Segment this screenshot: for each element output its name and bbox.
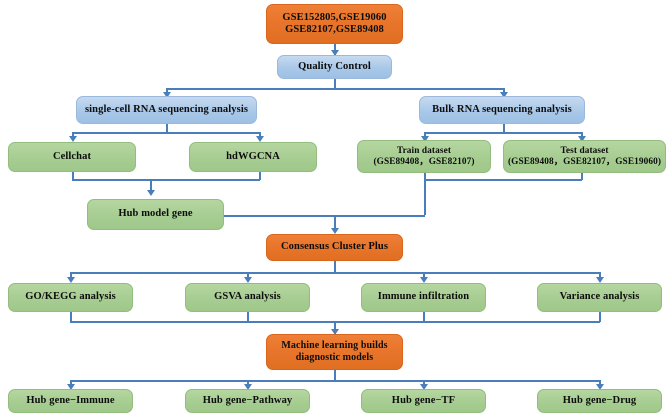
node-consensus-cluster-plus[interactable]: Consensus Cluster Plus — [266, 234, 403, 261]
arrowhead-hub-gene-tf — [419, 384, 428, 390]
connector-gsva-out — [247, 312, 249, 322]
connector-consensus-out-stem — [334, 261, 336, 273]
connector-ml-stem — [334, 321, 336, 334]
node-machine-learning-line2: diagnostic models — [295, 352, 374, 363]
arrowhead-single-cell — [162, 92, 171, 98]
connector-hub-to-consensus — [224, 215, 425, 217]
node-hub-gene-immune[interactable]: Hub gene−Immune — [8, 389, 133, 413]
arrowhead-hub-gene-drug — [595, 384, 604, 390]
connector-hub-bus — [72, 179, 260, 181]
node-bulk-rna-label: Bulk RNA sequencing analysis — [432, 103, 572, 115]
node-test-dataset-line2: (GSE89408，GSE82107，GSE19060) — [507, 156, 662, 167]
node-machine-learning-line1: Machine learning builds — [281, 340, 388, 352]
node-quality-control[interactable]: Quality Control — [277, 55, 392, 79]
connector-immune-drop — [423, 272, 425, 281]
connector-cellchat-drop — [72, 172, 74, 180]
connector-sc-stem — [166, 124, 168, 133]
arrowhead-test-dataset — [577, 136, 586, 142]
connector-bulk-bus — [424, 132, 582, 134]
connector-variance-out — [599, 312, 601, 322]
connector-dataset-merge-bus — [424, 179, 582, 181]
node-train-dataset-line1: Train dataset — [396, 145, 452, 156]
node-hub-gene-pathway[interactable]: Hub gene−Pathway — [185, 389, 310, 413]
connector-ml-out-stem — [334, 370, 336, 381]
connector-variance-drop — [599, 272, 601, 281]
arrowhead-bulk-rna — [499, 92, 508, 98]
node-cellchat-label: Cellchat — [52, 150, 92, 162]
arrowhead-qc — [331, 50, 339, 56]
node-gsva-analysis-label: GSVA analysis — [214, 291, 281, 303]
connector-datasets-to-qc — [334, 43, 336, 56]
node-hub-gene-drug-label: Hub gene−Drug — [562, 394, 637, 406]
node-datasets-line1: GSE152805,GSE19060 — [282, 11, 387, 23]
arrowhead-hdwgcna — [255, 136, 264, 142]
node-hub-model-gene-label: Hub model gene — [118, 208, 193, 220]
connector-train-drop — [424, 172, 426, 215]
node-hub-model-gene[interactable]: Hub model gene — [87, 199, 224, 230]
connector-go-kegg-out — [70, 312, 72, 322]
node-cellchat[interactable]: Cellchat — [8, 142, 136, 172]
arrowhead-machine-learning — [331, 329, 339, 335]
node-variance-analysis[interactable]: Variance analysis — [537, 283, 662, 312]
connector-hub-stem — [150, 179, 152, 193]
connector-analysis-bus — [70, 272, 600, 274]
connector-consensus-stem — [334, 215, 336, 232]
node-hub-gene-drug[interactable]: Hub gene−Drug — [537, 389, 662, 413]
connector-hubgene-bus — [70, 380, 600, 382]
arrowhead-train-dataset — [420, 136, 429, 142]
node-train-dataset-line2: (GSE89408，GSE82107) — [373, 156, 475, 167]
node-datasets[interactable]: GSE152805,GSE19060 GSE82107,GSE89408 — [266, 4, 403, 44]
node-hdwgcna-label: hdWGCNA — [226, 150, 280, 162]
connector-qc-bus — [166, 88, 504, 90]
connector-immune-out — [423, 312, 425, 322]
connector-hdwgcna-drop — [259, 172, 261, 180]
node-hub-gene-pathway-label: Hub gene−Pathway — [202, 394, 293, 406]
node-datasets-line2: GSE82107,GSE89408 — [285, 24, 384, 35]
node-hub-gene-tf-label: Hub gene−TF — [391, 394, 456, 406]
node-train-dataset[interactable]: Train dataset (GSE89408，GSE82107) — [357, 140, 491, 173]
node-consensus-cluster-plus-label: Consensus Cluster Plus — [280, 241, 389, 253]
arrowhead-hub-gene-immune — [66, 384, 75, 390]
node-single-cell-rna[interactable]: single-cell RNA sequencing analysis — [76, 96, 257, 124]
node-machine-learning[interactable]: Machine learning builds diagnostic model… — [266, 334, 403, 370]
arrowhead-gsva — [243, 277, 252, 283]
arrowhead-hub-gene-pathway — [243, 384, 252, 390]
node-single-cell-rna-label: single-cell RNA sequencing analysis — [84, 103, 249, 115]
node-test-dataset-line1: Test dataset — [560, 145, 609, 156]
node-immune-infiltration-label: Immune infiltration — [377, 291, 470, 303]
arrowhead-go-kegg — [66, 277, 75, 283]
connector-sc-bus — [72, 132, 260, 134]
arrowhead-hub-model-gene — [146, 190, 155, 196]
arrowhead-cellchat — [68, 136, 77, 142]
node-quality-control-label: Quality Control — [298, 60, 371, 72]
node-immune-infiltration[interactable]: Immune infiltration — [361, 283, 486, 312]
node-go-kegg-analysis-label: GO/KEGG analysis — [25, 291, 116, 303]
node-test-dataset[interactable]: Test dataset (GSE89408，GSE82107，GSE19060… — [503, 140, 666, 173]
arrowhead-immune-infiltration — [419, 277, 428, 283]
arrowhead-variance-analysis — [595, 277, 604, 283]
node-variance-analysis-label: Variance analysis — [559, 291, 640, 303]
node-gsva-analysis[interactable]: GSVA analysis — [185, 283, 310, 312]
node-hub-gene-tf[interactable]: Hub gene−TF — [361, 389, 486, 413]
arrowhead-consensus-cluster-plus — [331, 228, 339, 234]
node-hub-gene-immune-label: Hub gene−Immune — [26, 394, 115, 406]
node-bulk-rna[interactable]: Bulk RNA sequencing analysis — [419, 96, 585, 124]
connector-gsva-drop — [247, 272, 249, 281]
connector-qc-stem — [334, 78, 336, 89]
node-go-kegg-analysis[interactable]: GO/KEGG analysis — [8, 283, 133, 312]
node-hdwgcna[interactable]: hdWGCNA — [189, 142, 317, 172]
connector-bulk-stem — [503, 124, 505, 133]
connector-go-kegg-drop — [70, 272, 72, 281]
connector-test-drop — [581, 172, 583, 180]
